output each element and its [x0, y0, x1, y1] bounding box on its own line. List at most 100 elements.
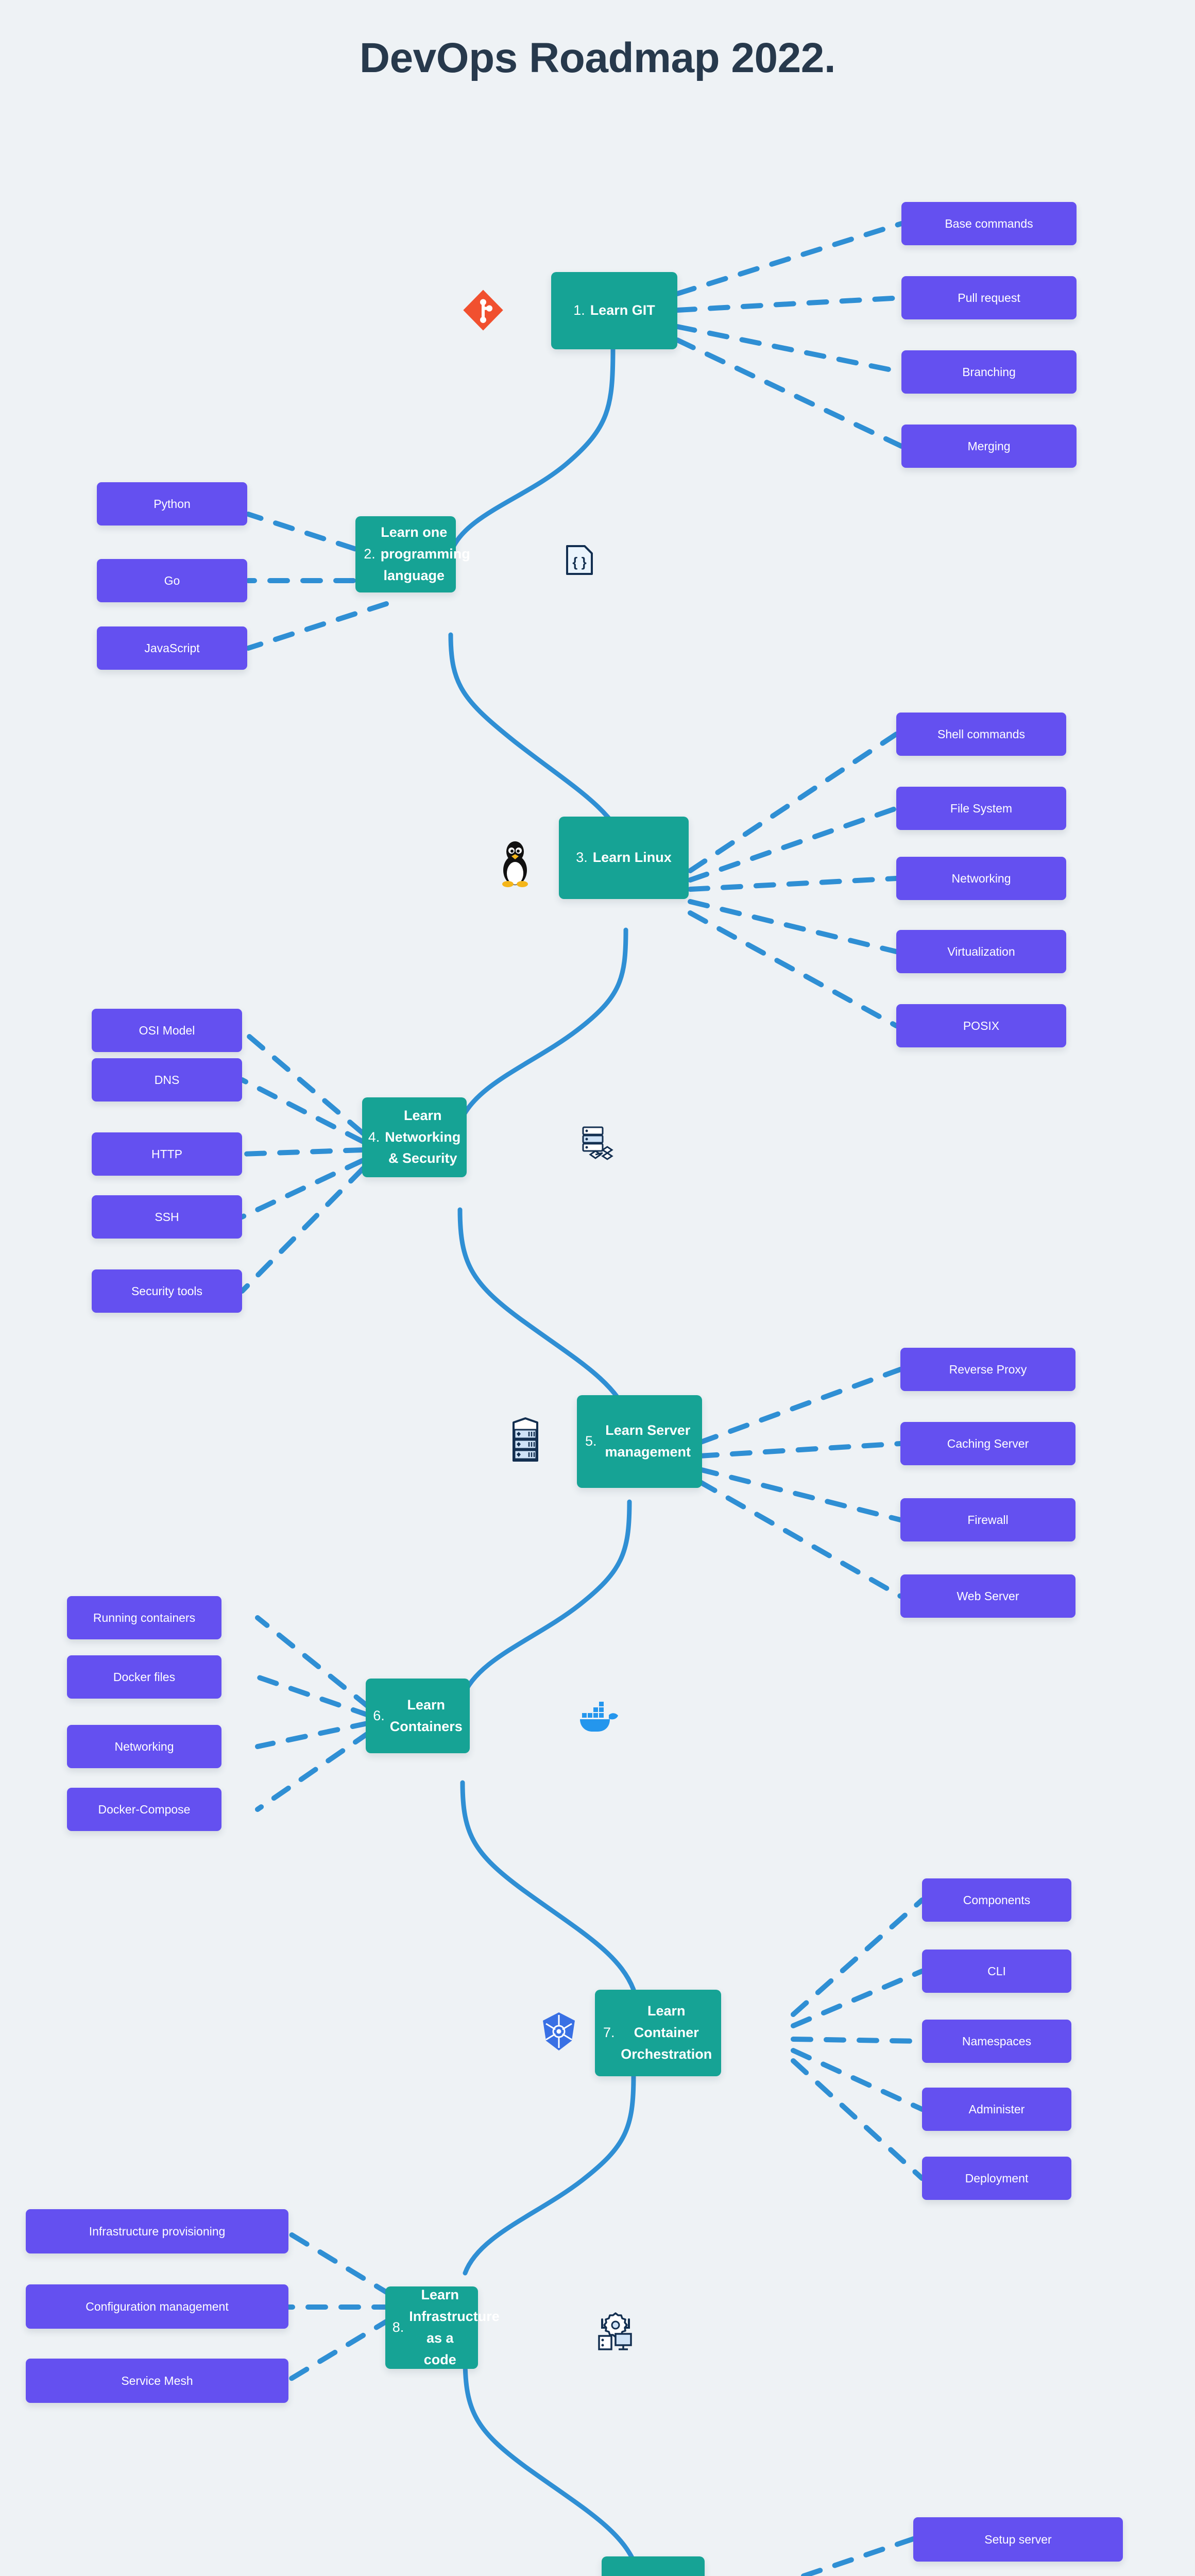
child-node[interactable]: Merging — [901, 425, 1077, 468]
child-label: JavaScript — [144, 641, 200, 655]
step-node-8[interactable]: 8. Learn Infrastructure as a code — [385, 2286, 500, 2369]
child-node[interactable]: Setup server — [913, 2517, 1123, 2562]
step-node-7[interactable]: 7. Learn Container Orchestration — [595, 1990, 721, 2076]
infrastructure-code-icon — [592, 2308, 639, 2354]
step-number-2: 2. — [364, 546, 375, 562]
step-title-4: Learn Networking & Security — [385, 1107, 461, 1166]
child-node[interactable]: Security tools — [92, 1269, 242, 1313]
child-node[interactable]: Administer — [922, 2088, 1071, 2131]
step-title-2: Learn one programming language — [380, 524, 470, 583]
step-node-4[interactable]: 4. Learn Networking & Security — [362, 1097, 467, 1177]
child-label: OSI Model — [139, 1023, 195, 1037]
git-icon — [457, 284, 509, 336]
child-label: Networking — [114, 1739, 174, 1753]
child-label: Docker-Compose — [98, 1802, 191, 1816]
child-label: SSH — [155, 1210, 179, 1224]
step-node-2[interactable]: 2. Learn one programming language — [355, 516, 470, 592]
child-label: Docker files — [113, 1670, 176, 1684]
child-node[interactable]: Configuration management — [26, 2284, 288, 2329]
child-label: Security tools — [131, 1284, 203, 1298]
page-title: DevOps Roadmap 2022. — [359, 35, 836, 81]
child-label: Configuration management — [86, 2299, 229, 2313]
server-rack-icon — [505, 1414, 546, 1466]
step-title-5: Learn Server management — [605, 1422, 691, 1460]
child-node[interactable]: DNS — [92, 1058, 242, 1101]
child-label: Service Mesh — [121, 2374, 193, 2387]
child-label: Setup server — [984, 2532, 1052, 2546]
step-number-1: 1. — [573, 302, 585, 318]
child-label: Infrastructure provisioning — [89, 2224, 226, 2238]
child-node[interactable]: Docker-Compose — [67, 1788, 221, 1831]
step-title-1: Learn GIT — [590, 302, 655, 318]
child-label: Go — [164, 573, 180, 587]
step-node-9[interactable]: 9.Learn CI/CD — [602, 2556, 705, 2576]
step-title-7: Learn Container Orchestration — [621, 2003, 712, 2062]
child-label: Web Server — [957, 1589, 1019, 1603]
child-node[interactable]: Python — [97, 482, 247, 526]
step-node-1[interactable]: 1. Learn GIT — [551, 272, 677, 349]
child-label: Merging — [967, 439, 1011, 453]
child-label: Firewall — [967, 1513, 1009, 1527]
child-label: Reverse Proxy — [949, 1362, 1027, 1376]
child-label: Administer — [968, 2102, 1025, 2116]
child-node[interactable]: Deployment — [922, 2157, 1071, 2200]
child-label: Components — [963, 1893, 1031, 1907]
step-title-3: Learn Linux — [592, 850, 672, 866]
child-node[interactable]: JavaScript — [97, 626, 247, 670]
step-title-6: Learn Containers — [389, 1697, 463, 1734]
step-number-7: 7. — [603, 2025, 615, 2041]
child-node[interactable]: Docker files — [67, 1655, 221, 1699]
code-file-icon: { } — [561, 542, 598, 578]
step-number-8: 8. — [392, 2319, 404, 2335]
child-node[interactable]: Go — [97, 559, 247, 602]
child-node[interactable]: Web Server — [900, 1574, 1076, 1618]
child-node[interactable]: Caching Server — [900, 1422, 1076, 1465]
child-node[interactable]: Components — [922, 1878, 1071, 1922]
step-number-6: 6. — [373, 1707, 385, 1723]
child-node[interactable]: POSIX — [896, 1004, 1066, 1047]
child-label: Virtualization — [947, 944, 1015, 958]
step-title-8: Learn Infrastructure as a code — [409, 2287, 500, 2367]
child-node[interactable]: CLI — [922, 1950, 1071, 1993]
child-label: Shell commands — [937, 727, 1026, 741]
child-node[interactable]: Reverse Proxy — [900, 1348, 1076, 1391]
child-node[interactable]: Service Mesh — [26, 2359, 288, 2403]
child-label: Namespaces — [962, 2034, 1032, 2048]
child-node[interactable]: HTTP — [92, 1132, 242, 1176]
child-node[interactable]: Running containers — [67, 1596, 221, 1639]
child-label: Branching — [962, 365, 1016, 379]
step-node-5[interactable]: 5.Learn Server management — [577, 1395, 702, 1488]
kubernetes-icon — [536, 2008, 582, 2055]
child-node[interactable]: Base commands — [901, 202, 1077, 245]
child-node[interactable]: Networking — [896, 857, 1066, 900]
child-node[interactable]: Namespaces — [922, 2020, 1071, 2063]
child-label: Networking — [951, 871, 1011, 885]
child-node[interactable]: OSI Model — [92, 1009, 242, 1052]
server-network-icon — [577, 1122, 618, 1163]
child-label: Deployment — [965, 2171, 1029, 2185]
child-node[interactable]: Virtualization — [896, 930, 1066, 973]
child-node[interactable]: Shell commands — [896, 713, 1066, 756]
step-node-3[interactable]: 3.Learn Linux — [559, 817, 689, 899]
svg-text:{ }: { } — [572, 554, 586, 570]
child-label: POSIX — [963, 1019, 1000, 1032]
child-label: CLI — [987, 1964, 1006, 1978]
child-label: HTTP — [151, 1147, 183, 1161]
child-node[interactable]: Branching — [901, 350, 1077, 394]
child-node[interactable]: Firewall — [900, 1498, 1076, 1541]
child-node[interactable]: File System — [896, 787, 1066, 830]
child-label: Pull request — [958, 291, 1020, 304]
child-label: DNS — [154, 1073, 180, 1087]
child-label: Caching Server — [947, 1436, 1029, 1450]
child-label: Base commands — [945, 216, 1033, 230]
child-label: File System — [950, 801, 1013, 815]
child-node[interactable]: Infrastructure provisioning — [26, 2209, 288, 2253]
step-number-4: 4. — [368, 1129, 380, 1145]
step-node-6[interactable]: 6.Learn Containers — [366, 1679, 470, 1753]
linux-penguin-icon — [492, 835, 538, 891]
docker-whale-icon — [576, 1696, 622, 1737]
child-node[interactable]: Networking — [67, 1725, 221, 1768]
child-node[interactable]: Pull request — [901, 276, 1077, 319]
child-node[interactable]: SSH — [92, 1195, 242, 1239]
